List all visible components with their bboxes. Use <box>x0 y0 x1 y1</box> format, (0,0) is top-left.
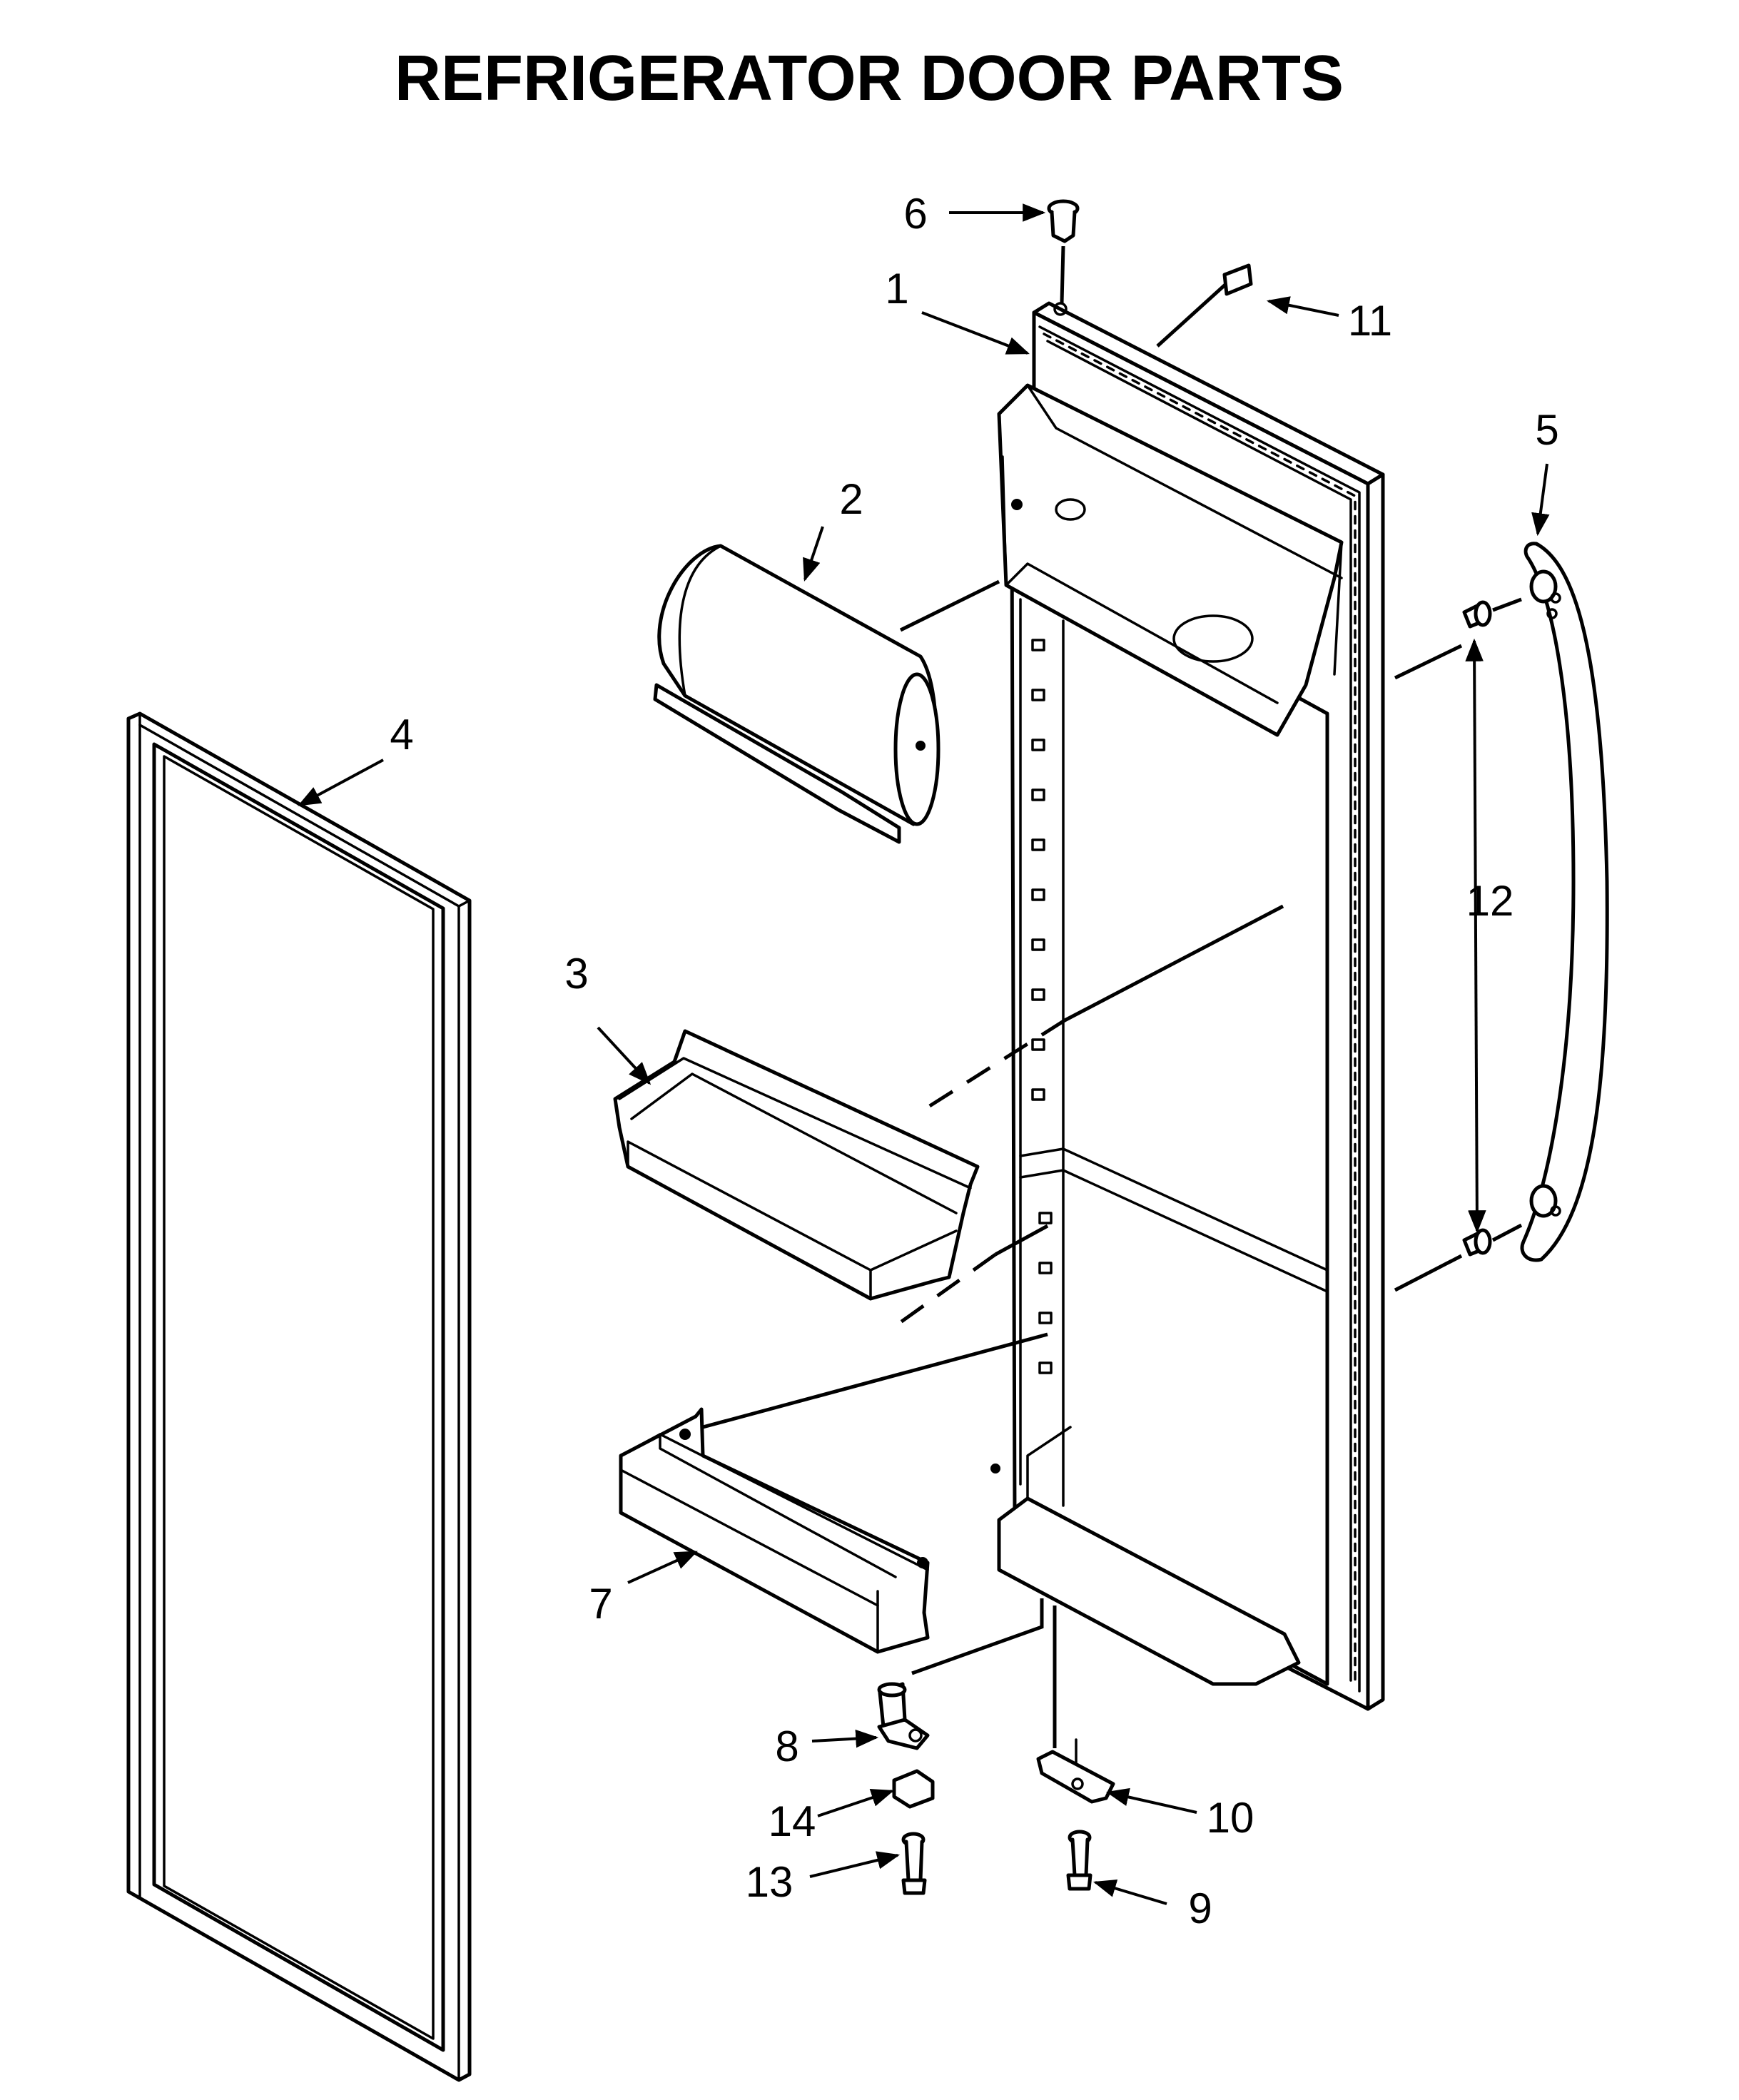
assembly-lines <box>702 245 1523 1748</box>
refrigerator-door <box>990 301 1385 1711</box>
door-shelf-bin <box>613 1029 980 1301</box>
callout-5: 5 <box>1535 406 1558 454</box>
callout-14: 14 <box>769 1797 816 1845</box>
callout-3: 3 <box>564 950 588 998</box>
door-gasket <box>126 711 472 2082</box>
dispenser-bin <box>653 544 941 844</box>
hinge-plate <box>1036 1738 1115 1804</box>
hinge-bracket <box>877 1682 930 1750</box>
door-handle <box>1520 542 1609 1262</box>
callout-12: 12 <box>1466 877 1514 925</box>
page-title: REFRIGERATOR DOOR PARTS <box>395 43 1344 114</box>
door-label <box>1222 263 1253 296</box>
lower-shelf-rail <box>619 1407 930 1654</box>
hinge-plate-screw <box>1066 1830 1092 1891</box>
shelf-clip-column <box>1019 598 1065 1507</box>
callout-labels: 1 2 3 4 5 6 7 8 9 10 11 12 13 14 <box>390 190 1558 1932</box>
hinge-cam <box>892 1769 935 1809</box>
callout-2: 2 <box>839 475 863 523</box>
callout-7: 7 <box>589 1580 612 1628</box>
hinge-screw <box>901 1832 927 1895</box>
callout-8: 8 <box>775 1723 798 1770</box>
callout-13: 13 <box>746 1858 794 1906</box>
callout-6: 6 <box>903 190 927 238</box>
callout-9: 9 <box>1188 1885 1212 1932</box>
callout-4: 4 <box>390 711 413 759</box>
handle-mounting-screws <box>1462 600 1492 1257</box>
callout-1: 1 <box>885 265 908 313</box>
callout-10: 10 <box>1207 1794 1254 1842</box>
leader-lines <box>298 203 1550 1905</box>
door-plug <box>1047 199 1080 316</box>
callout-11: 11 <box>1348 297 1392 345</box>
